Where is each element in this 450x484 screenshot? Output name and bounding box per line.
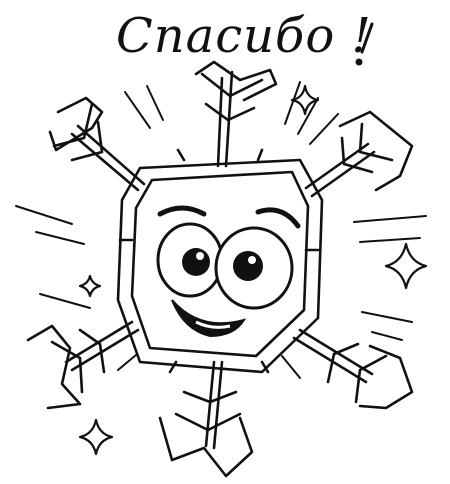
sparkle-icon bbox=[384, 242, 428, 290]
motion-lines bbox=[15, 81, 427, 379]
snowflake-face bbox=[156, 205, 301, 338]
eye-icon bbox=[214, 226, 294, 310]
right-eyebrow bbox=[255, 207, 301, 229]
exclamation-mark bbox=[355, 22, 374, 66]
card-title: Спасибо ! bbox=[116, 8, 372, 64]
sparkle-icon bbox=[78, 274, 102, 298]
sparkle-icon bbox=[78, 418, 114, 456]
eye-icon bbox=[156, 222, 224, 298]
sparkle-icon bbox=[290, 84, 320, 116]
left-eyebrow bbox=[157, 205, 207, 217]
